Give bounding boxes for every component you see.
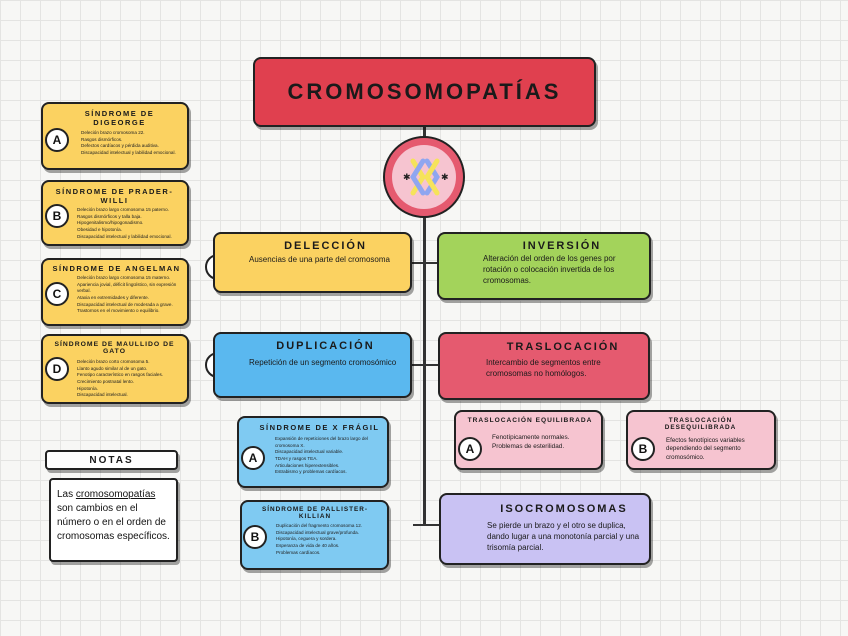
list-item: Discapacidad intelectual de moderada a g… (77, 301, 173, 307)
badge-letter: B (631, 437, 655, 461)
badge-letter: D (45, 357, 69, 381)
badge-letter: A (45, 128, 69, 152)
connector-delecion (410, 262, 424, 264)
node-isocromosomas: ISOCROMOSOMAS Se pierde un brazo y el ot… (439, 493, 651, 565)
list-item: Estrabismo y problemas cardíacos. (275, 469, 347, 475)
list-item: TDAH y rasgos TEA. (275, 455, 318, 461)
list-item: Rasgos dismórficos. (81, 136, 123, 142)
list-item: Apariencia jovial, déficit lingüístico, … (77, 281, 177, 294)
notes-text-link: cromosomopatías (75, 489, 156, 500)
title-box: CROMOSOMOPATÍAS (253, 57, 596, 127)
list-item: Expansión de repeticiones del brazo larg… (275, 436, 368, 448)
list-item: Discapacidad intelectual. (77, 392, 128, 398)
syndrome-items: Deleción brazo largo cromosoma 15 matern… (77, 275, 182, 315)
list-item: Deleción brazo corto cromosoma 5. (77, 359, 150, 364)
list-item: Crecimiento postnatal lento. (77, 378, 134, 384)
syndrome-title: SÍNDROME DE PRADER-WILLI (55, 187, 174, 205)
subtype-title: TRASLOCACIÓN EQUILIBRADA (467, 417, 593, 424)
syndrome-pallister-killian: SÍNDROME DE PALLISTER-KILLIAN Duplicació… (240, 500, 389, 570)
node-isocromosomas-desc: Se pierde un brazo y el otro se duplica,… (487, 521, 640, 552)
node-inversion-desc: Alteración del orden de los genes por ro… (483, 254, 616, 285)
syndrome-title: SÍNDROME DE DIGEORGE (84, 109, 155, 127)
syndrome-maullido-de-gato: SÍNDROME DE MAULLIDO DE GATO Deleción br… (41, 334, 189, 404)
badge-letter: A (241, 446, 265, 470)
subtype-desc: Efectos fenotípicos variables dependiend… (666, 437, 745, 461)
list-item: Rasgos dismórficos y talla baja. (77, 213, 142, 219)
connector-inversion (425, 262, 439, 264)
node-duplicacion: DUPLICACIÓN Repetición de un segmento cr… (213, 332, 412, 398)
syndrome-items: Deleción brazo cromosoma 22. Rasgos dism… (81, 130, 182, 157)
badge-letter: B (45, 204, 69, 228)
list-item: Defectos cardíacos y pérdida auditiva. (81, 143, 159, 149)
list-item: Deleción brazo largo cromosoma 15 matern… (77, 275, 171, 280)
notes-body: Las cromosomopatías son cambios en el nú… (49, 478, 178, 562)
list-item: Deleción brazo largo cromosoma 15 patern… (77, 207, 169, 212)
node-duplicacion-heading: DUPLICACIÓN (276, 340, 375, 352)
node-inversion: INVERSIÓN Alteración del orden de los ge… (437, 232, 651, 300)
node-traslocacion: TRASLOCACIÓN Intercambio de segmentos en… (438, 332, 650, 400)
subtype-title: TRASLOCACIÓN DESEQUILIBRADA (664, 417, 737, 431)
syndrome-items: Deleción brazo largo cromosoma 15 patern… (77, 207, 182, 240)
list-item: Discapacidad intelectual grave/profunda. (276, 529, 359, 535)
connector-duplicacion (410, 364, 424, 366)
connector-traslocacion (425, 364, 439, 366)
list-item: Ataxia en extremidades y diferente. (77, 294, 150, 300)
list-item: Obesidad e hipotonía. (77, 226, 122, 232)
node-delecion-heading: DELECCIÓN (284, 240, 367, 252)
svg-text:✱: ✱ (441, 173, 449, 183)
list-item: Discapacidad intelectual y labilidad emo… (81, 149, 176, 155)
node-isocromosomas-heading: ISOCROMOSOMAS (500, 503, 628, 515)
node-delecion: DELECCIÓN Ausencias de una parte del cro… (213, 232, 412, 293)
node-inversion-heading: INVERSIÓN (522, 240, 602, 252)
list-item: Hipotonía. (77, 385, 98, 391)
node-traslocacion-desc: Intercambio de segmentos entre cromosoma… (486, 358, 601, 378)
syndrome-items: Expansión de repeticiones del brazo larg… (275, 436, 382, 476)
list-item: Esperanza de vida de 40 años. (276, 542, 340, 548)
syndrome-title: SÍNDROME DE ANGELMAN (52, 264, 181, 273)
list-item: Discapacidad intelectual y labilidad emo… (77, 233, 172, 239)
list-item: Llanto agudo similar al de un gato. (77, 365, 148, 371)
syndrome-title: SÍNDROME DE PALLISTER-KILLIAN (261, 506, 369, 520)
subtype-desc: Fenotípicamente normales. Problemas de e… (492, 434, 570, 450)
notes-title: NOTAS (89, 454, 134, 466)
syndrome-title: SÍNDROME DE X FRÁGIL (259, 423, 380, 432)
chromosome-circle: ✱ ✱ (383, 136, 465, 218)
svg-text:✱: ✱ (403, 173, 411, 183)
list-item: Problemas cardíacos. (276, 549, 321, 555)
list-item: Deleción brazo cromosoma 22. (81, 130, 145, 135)
notes-header: NOTAS (45, 450, 178, 470)
connector-isocromosomas (413, 524, 441, 526)
syndrome-items: Deleción brazo corto cromosoma 5. Llanto… (77, 359, 182, 399)
badge-letter: C (45, 282, 69, 306)
list-item: Hipogenitalismo/hipogonadismo. (77, 220, 144, 226)
notes-text: Las cromosomopatías son cambios en el nú… (57, 488, 170, 544)
syndrome-items: Duplicación del fragmento cromosoma 12. … (276, 523, 382, 556)
list-item: Articulaciones hiperextensibles. (275, 462, 340, 468)
badge-letter: B (243, 525, 267, 549)
main-connector-line (423, 126, 426, 526)
node-traslocacion-heading: TRASLOCACIÓN (506, 341, 620, 353)
node-duplicacion-desc: Repetición de un segmento cromosómico (249, 358, 397, 367)
syndrome-title: SÍNDROME DE MAULLIDO DE GATO (54, 341, 175, 355)
list-item: Discapacidad intelectual variable. (275, 449, 344, 455)
list-item: Fenotipo característico en rasgos facial… (77, 372, 164, 378)
page-title: CROMOSOMOPATÍAS (287, 79, 562, 104)
notes-text-after: son cambios en el número o en el orden d… (57, 503, 170, 542)
list-item: Duplicación del fragmento cromosoma 12. (276, 523, 363, 528)
badge-letter: A (458, 437, 482, 461)
chromosome-icon: ✱ ✱ (403, 158, 449, 196)
node-delecion-desc: Ausencias de una parte del cromosoma (249, 255, 390, 264)
list-item: Hipotonía, ceguera y sordera. (276, 536, 337, 542)
notes-text-before: Las (57, 489, 76, 500)
list-item: Trastornos en el movimiento o equilibrio… (77, 308, 160, 314)
